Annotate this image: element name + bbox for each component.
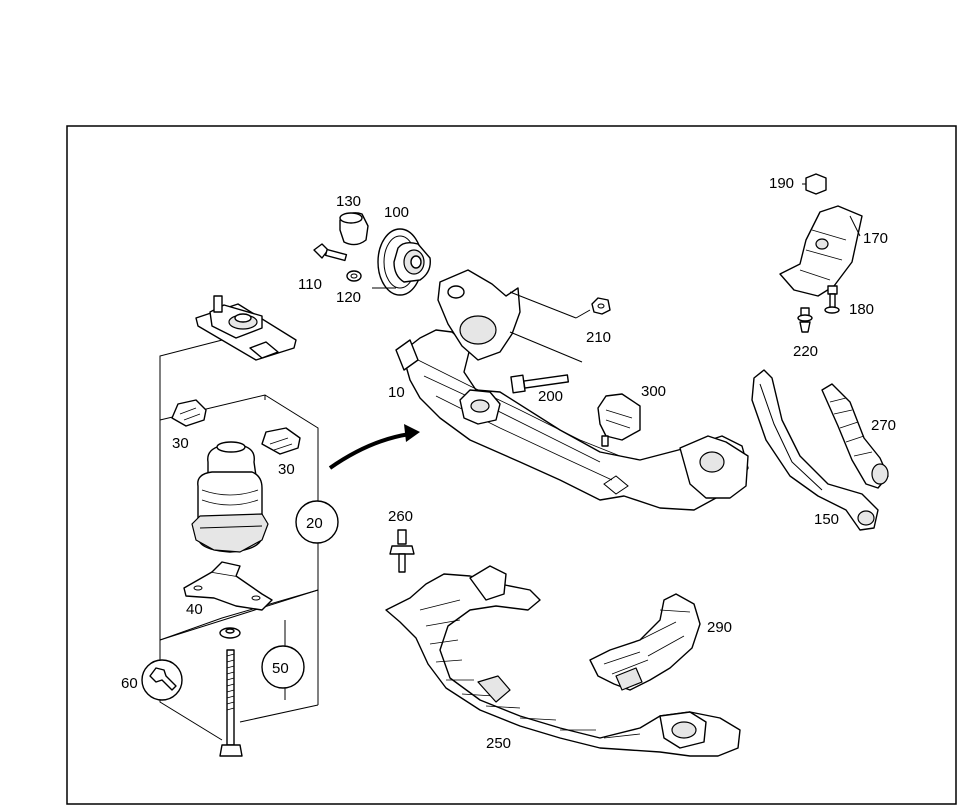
strut-270 — [821, 383, 889, 489]
rubber-mount-20 — [191, 441, 269, 553]
label-30a: 30 — [172, 435, 189, 452]
pad-30-left — [171, 399, 207, 427]
arrow-to-frame — [328, 424, 420, 470]
label-200: 200 — [538, 388, 563, 405]
nut-190 — [805, 173, 827, 195]
label-220: 220 — [793, 343, 818, 360]
washer-bolt — [219, 627, 243, 757]
callout-circle-50 — [261, 645, 305, 689]
bolt-200 — [510, 374, 570, 394]
engine-mount-group — [159, 337, 319, 741]
label-30b: 30 — [278, 461, 295, 478]
mount-top-bracket — [195, 295, 297, 361]
bracket-300 — [597, 393, 641, 447]
pad-30-right — [261, 427, 301, 455]
label-210: 210 — [586, 329, 611, 346]
label-190: 190 — [769, 175, 794, 192]
bolt-180 — [824, 285, 840, 314]
leader-lines — [372, 183, 861, 363]
label-40: 40 — [186, 601, 203, 618]
diagram-frame — [66, 125, 957, 805]
label-250: 250 — [486, 735, 511, 752]
label-20: 20 — [306, 515, 323, 532]
underbody-250 — [385, 565, 741, 757]
callout-circle-20 — [295, 500, 339, 544]
label-290: 290 — [707, 619, 732, 636]
label-110: 110 — [298, 276, 322, 293]
bracket-40 — [183, 561, 273, 611]
nut-210 — [591, 297, 611, 315]
part-labels: 10 20 30 30 40 50 60 100 110 120 130 150… — [121, 175, 896, 752]
control-arm-150 — [751, 369, 879, 531]
label-50: 50 — [272, 660, 289, 677]
bolt-220 — [797, 307, 813, 333]
washer-120 — [346, 270, 362, 282]
subframe-10 — [395, 269, 749, 511]
label-100: 100 — [384, 204, 409, 221]
label-10: 10 — [388, 384, 405, 401]
shield-290 — [589, 593, 701, 691]
bolt-110 — [313, 243, 348, 262]
label-270: 270 — [871, 417, 896, 434]
label-260: 260 — [388, 508, 413, 525]
label-180: 180 — [849, 301, 874, 318]
label-300: 300 — [641, 383, 666, 400]
label-120: 120 — [336, 289, 361, 306]
cap-130 — [339, 212, 369, 246]
wrench-icon — [141, 659, 183, 701]
label-150: 150 — [814, 511, 839, 528]
label-170: 170 — [863, 230, 888, 247]
label-60: 60 — [121, 675, 138, 692]
bracket-170 — [779, 205, 863, 297]
wheel-hub-100 — [377, 228, 431, 296]
label-130: 130 — [336, 193, 361, 210]
clip-260 — [389, 529, 415, 573]
